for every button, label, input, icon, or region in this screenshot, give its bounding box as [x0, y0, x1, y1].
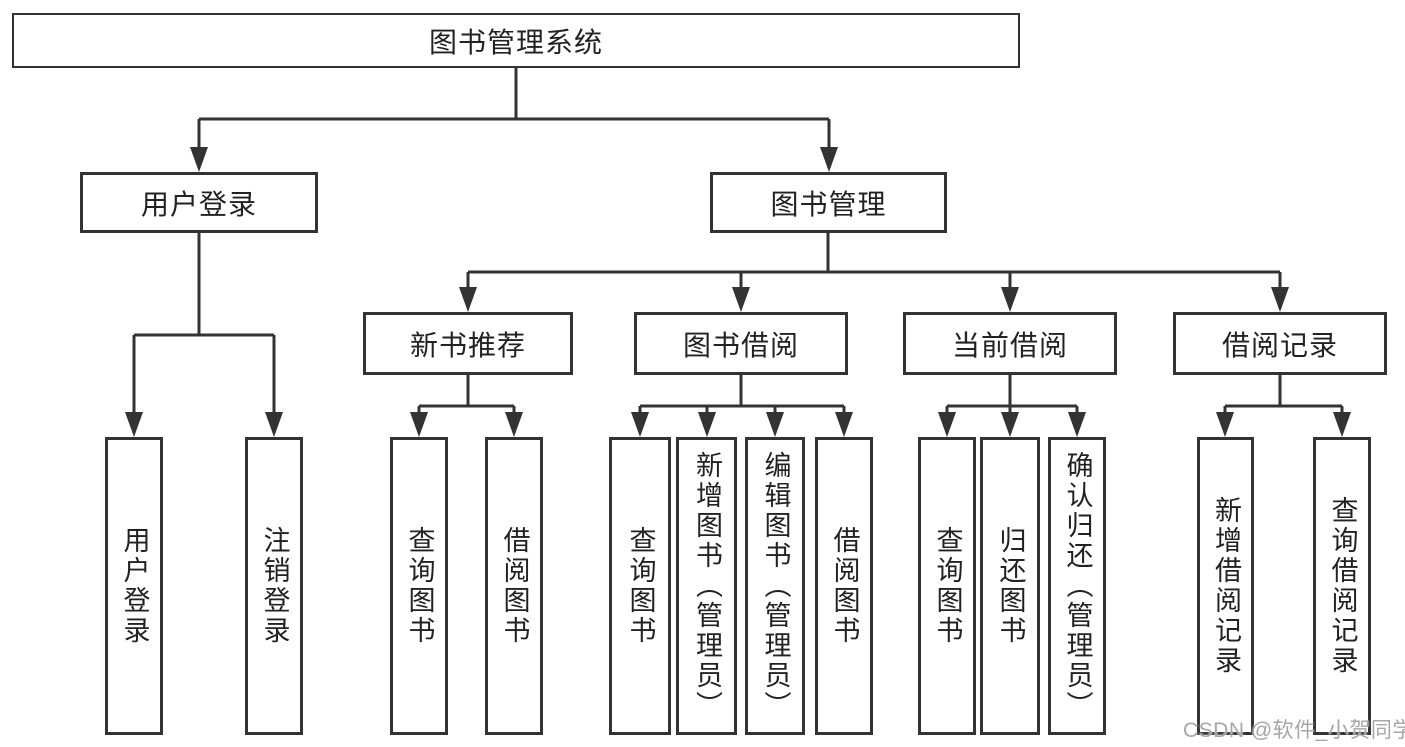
node-label: 图书借阅	[682, 329, 799, 361]
node-label: 查询图书	[404, 526, 435, 646]
leaf-query-books-current: 查询图书	[918, 437, 976, 735]
connector-user-login-branch	[132, 233, 276, 415]
leaf-edit-books-admin: 编辑图书（管理员）	[745, 437, 805, 735]
arrow-down-icon	[698, 412, 716, 437]
leaf-query-books-borrowing: 查询图书	[609, 437, 671, 735]
node-book-management: 图书管理	[710, 172, 947, 233]
arrow-down-icon	[125, 412, 143, 437]
connector-root-branch	[197, 67, 831, 150]
node-new-book-recommend: 新书推荐	[363, 312, 573, 375]
node-label: 新增图书（管理员）	[692, 451, 722, 721]
arrow-down-icon	[1271, 287, 1289, 312]
node-label: 编辑图书（管理员）	[760, 451, 791, 721]
node-label: 当前借阅	[951, 329, 1068, 361]
leaf-confirm-return-admin: 确认归还（管理员）	[1048, 437, 1106, 735]
node-label: 查询图书	[625, 526, 656, 646]
arrow-down-icon	[1001, 412, 1019, 437]
node-label: 借阅图书	[499, 526, 530, 646]
node-label: 用户登录	[140, 188, 257, 220]
node-current-borrowing: 当前借阅	[903, 312, 1117, 375]
connector-book-borrowing-branch	[638, 375, 846, 416]
leaf-logout: 注销登录	[245, 437, 303, 735]
node-user-login: 用户登录	[80, 172, 318, 233]
node-label: 新增借阅记录	[1211, 496, 1241, 676]
leaf-return-books: 归还图书	[980, 437, 1040, 735]
connector-new-book-branch	[417, 375, 516, 416]
node-label: 归还图书	[995, 526, 1026, 646]
leaf-query-books-recommend: 查询图书	[390, 437, 448, 735]
connector-borrowing-records-branch	[1223, 375, 1344, 416]
watermark: CSDN @软件_小贺同学	[1183, 719, 1405, 742]
arrow-down-icon	[1216, 412, 1234, 437]
node-label: 新书推荐	[409, 329, 526, 361]
leaf-borrow-books-recommend: 借阅图书	[485, 437, 543, 735]
arrow-down-icon	[1068, 412, 1086, 437]
arrow-down-icon	[631, 412, 649, 437]
arrow-down-icon	[1333, 412, 1351, 437]
node-label: 查询图书	[932, 526, 963, 646]
node-borrowing-records: 借阅记录	[1173, 312, 1387, 375]
arrow-down-icon	[190, 147, 208, 172]
node-label: 用户登录	[119, 526, 150, 646]
node-library-system: 图书管理系统	[12, 13, 1020, 68]
arrow-down-icon	[766, 412, 784, 437]
arrow-down-icon	[265, 412, 283, 437]
arrow-down-icon	[820, 147, 838, 172]
arrow-down-icon	[938, 412, 956, 437]
leaf-add-borrow-record: 新增借阅记录	[1197, 437, 1254, 735]
node-label: 确认归还（管理员）	[1062, 451, 1093, 721]
leaf-query-borrow-record: 查询借阅记录	[1313, 437, 1371, 735]
arrow-down-icon	[505, 412, 523, 437]
arrow-down-icon	[410, 412, 428, 437]
node-book-borrowing: 图书借阅	[634, 312, 848, 375]
connector-book-management-branch	[466, 233, 1282, 290]
leaf-add-books-admin: 新增图书（管理员）	[676, 437, 737, 735]
node-label: 借阅图书	[829, 526, 860, 646]
node-label: 借阅记录	[1221, 329, 1338, 361]
connector-current-borrowing-branch	[945, 375, 1079, 416]
node-label: 注销登录	[259, 526, 290, 646]
node-label: 图书管理系统	[428, 26, 603, 58]
leaf-user-login: 用户登录	[105, 437, 163, 735]
node-label: 查询借阅记录	[1327, 496, 1358, 676]
arrow-down-icon	[1001, 287, 1019, 312]
arrow-down-icon	[459, 287, 477, 312]
node-label: 图书管理	[770, 188, 887, 220]
arrow-down-icon	[835, 412, 853, 437]
arrow-down-icon	[732, 287, 750, 312]
leaf-borrow-books-borrowing: 借阅图书	[815, 437, 873, 735]
